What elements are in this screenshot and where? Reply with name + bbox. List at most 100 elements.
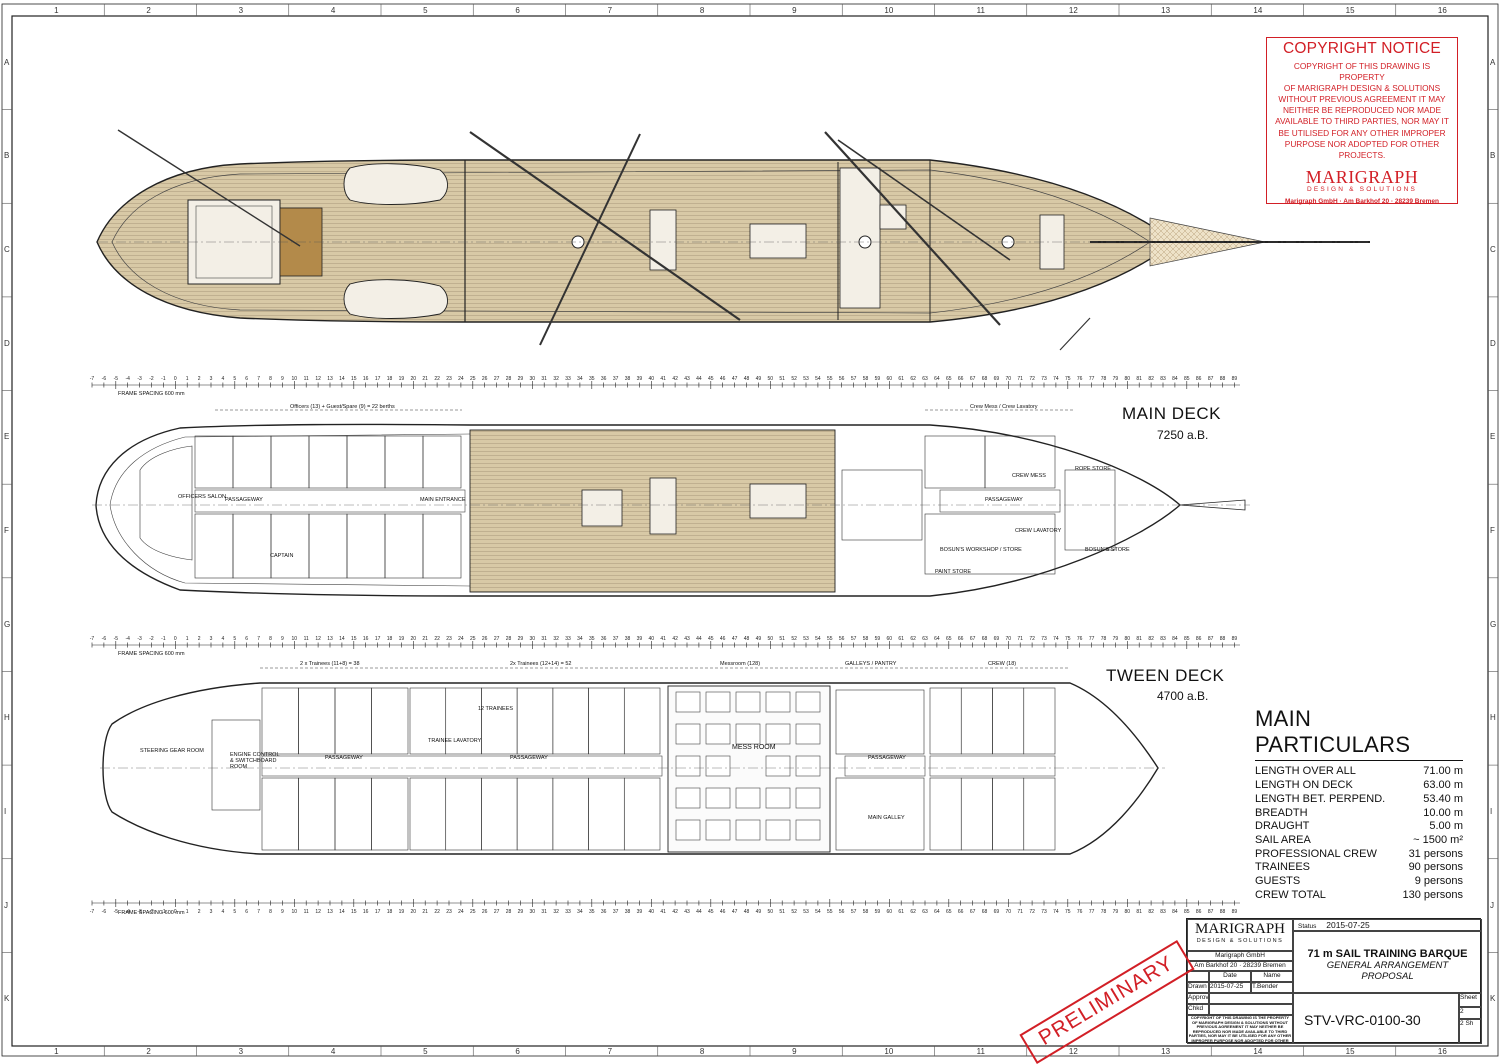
grid-row-label: E: [1490, 432, 1496, 442]
scale-tick-label: 39: [637, 376, 643, 382]
scale-tick-label: 6: [245, 636, 248, 642]
scale-tick-label: 38: [625, 636, 631, 642]
scale-tick-label: 64: [934, 636, 940, 642]
copyright-brand-sub: DESIGN & SOLUTIONS: [1306, 185, 1418, 193]
skylight-mid: [749, 223, 807, 259]
copyright-line: NEITHER BE REPRODUCED NOR MADE: [1282, 105, 1442, 116]
particulars-value: 31 persons: [1408, 847, 1463, 860]
scale-tick-label: 5: [233, 376, 236, 382]
scale-tick-label: 11: [304, 636, 309, 642]
drawing-subtitle: PROPOSAL: [1361, 971, 1414, 982]
scale-tick-label: 80: [1125, 636, 1131, 642]
grid-row-label: F: [1490, 526, 1495, 535]
scale-tick-label: 67: [970, 376, 976, 382]
mess-table: [765, 755, 791, 777]
upper-deck-plan: [96, 129, 1370, 351]
particulars-label: LENGTH OVER ALL: [1255, 765, 1356, 778]
scale-tick-label: 79: [1113, 909, 1119, 915]
scale-tick-label: 31: [541, 636, 547, 642]
scale-tick-label: 3: [210, 376, 213, 382]
scale-tick-label: 54: [815, 376, 821, 382]
scale-tick-label: 54: [815, 909, 821, 915]
room-label: PASSAGEWAY: [325, 755, 363, 761]
scale-tick-label: 32: [553, 636, 559, 642]
scale-tick-label: 47: [732, 376, 738, 382]
scale-tick-label: 39: [637, 909, 643, 915]
title-block-logo: MARIGRAPH DESIGN & SOLUTIONS: [1187, 919, 1293, 951]
scale-tick-label: 36: [601, 376, 607, 382]
mess-table: [795, 691, 821, 713]
scale-tick-label: 78: [1101, 636, 1107, 642]
scale-tick-label: 41: [660, 636, 666, 642]
scale-tick-label: 65: [946, 909, 952, 915]
particulars-label: TRAINEES: [1255, 861, 1311, 874]
grid-row-label: K: [1490, 994, 1496, 1004]
zone-label: CREW (18): [988, 661, 1017, 667]
drawing-number: STV-VRC-0100-30: [1293, 993, 1459, 1044]
scale-tick-label: 27: [494, 909, 500, 915]
officers-salon-outline: [139, 445, 193, 561]
particulars-underline: [1255, 760, 1463, 762]
tween-deck-title: TWEEN DECK: [1106, 666, 1225, 685]
copyright-line: COPYRIGHT OF THIS DRAWING IS PROPERTY: [1293, 61, 1431, 83]
copyright-line: AVAILABLE TO THIRD PARTIES, NOR MAY IT: [1275, 116, 1449, 127]
scale-tick-label: 31: [541, 376, 547, 382]
scale-tick-label: 58: [863, 909, 869, 915]
scale-tick-label: 76: [1077, 376, 1083, 382]
title-block-street: Am Barkhof 20 · 28239 Bremen: [1187, 961, 1293, 971]
room-label: CREW MESS: [1012, 473, 1046, 479]
scale-tick-label: 41: [660, 909, 666, 915]
scale-tick-label: 33: [565, 376, 571, 382]
room-label: MESS ROOM: [732, 744, 776, 751]
zone-label: 2 x Trainees (11+8) = 38: [300, 661, 360, 667]
galley-room: [835, 689, 925, 755]
scale-tick-label: 86: [1196, 636, 1202, 642]
scale-tick-label: 76: [1077, 909, 1083, 915]
scale-tick-label: 42: [672, 909, 678, 915]
room-label: BOSUN'S STORE: [1085, 547, 1130, 553]
scale-tick-label: 83: [1160, 636, 1166, 642]
particulars-value: 5.00 m: [1429, 820, 1463, 833]
grid-row-label: I: [1490, 806, 1493, 816]
scale-tick-label: 67: [970, 636, 976, 642]
title-block-status: Status 2015-07-25: [1293, 919, 1482, 931]
scale-tick-label: 82: [1148, 376, 1154, 382]
scale-tick-label: 37: [613, 636, 619, 642]
title-block-company: Marigraph GmbH: [1187, 951, 1293, 961]
main-deck-plan: [95, 409, 1246, 597]
title-block-brand: MARIGRAPH: [1194, 921, 1285, 937]
mess-table: [765, 819, 791, 841]
grid-column-label: 9: [792, 1047, 797, 1056]
scale-tick-label: 52: [791, 376, 797, 382]
grid-row-label: J: [1490, 900, 1494, 910]
scale-tick-label: 59: [875, 909, 881, 915]
scale-tick-label: 27: [494, 376, 500, 382]
scale-tick-label: 77: [1089, 909, 1095, 915]
cabin: [422, 513, 462, 579]
scale-tick-label: 1: [186, 376, 189, 382]
mess-table: [675, 691, 701, 713]
scale-tick-label: 26: [482, 909, 488, 915]
scale-tick-label: -1: [161, 376, 166, 382]
grid-column-label: 12: [1068, 6, 1078, 15]
copyright-line: BE UTILISED FOR ANY OTHER IMPROPER: [1278, 127, 1446, 138]
scale-tick-label: 13: [327, 909, 333, 915]
grid-row-label: E: [4, 432, 10, 442]
scale-tick-label: 16: [363, 909, 369, 915]
frame-spacing-label: FRAME SPACING 600 mm: [118, 391, 185, 397]
grid-column-label: 8: [699, 6, 705, 15]
scale-tick-label: 22: [434, 909, 440, 915]
scale-tick-label: 78: [1101, 909, 1107, 915]
scale-tick-label: 45: [708, 636, 714, 642]
scale-tick-label: 57: [851, 636, 857, 642]
copyright-text: COPYRIGHT OF THIS DRAWING IS PROPERTY OF…: [1267, 61, 1457, 161]
scale-tick-label: 73: [1041, 636, 1047, 642]
scale-tick-label: 32: [553, 909, 559, 915]
scale-tick-label: -7: [90, 909, 95, 915]
scale-tick-label: 35: [589, 376, 595, 382]
scale-tick-label: 47: [732, 909, 738, 915]
scale-tick-label: 13: [327, 376, 333, 382]
scale-tick-label: 0: [174, 636, 177, 642]
